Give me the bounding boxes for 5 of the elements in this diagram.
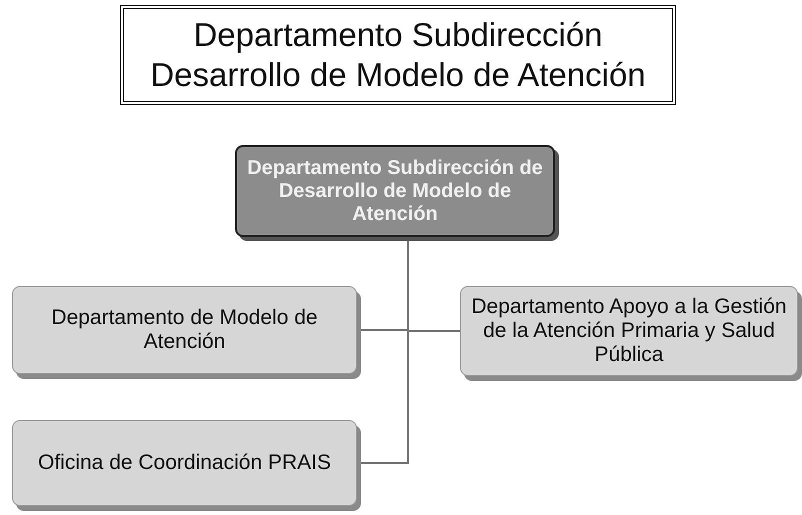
box-label: Departamento Subdirección de Desarrollo de Modelo de Atención (246, 156, 544, 226)
box-label: Departamento Apoyo a la Gestión de la Atención Primaria y Salud Pública (470, 294, 788, 368)
box-label: Departamento de Modelo de Atención (50, 306, 319, 354)
title: Departamento Subdirección Desarrollo de Modelo de Atención (149, 15, 647, 95)
box-label: Oficina de Coordinación PRAIS (38, 450, 331, 476)
